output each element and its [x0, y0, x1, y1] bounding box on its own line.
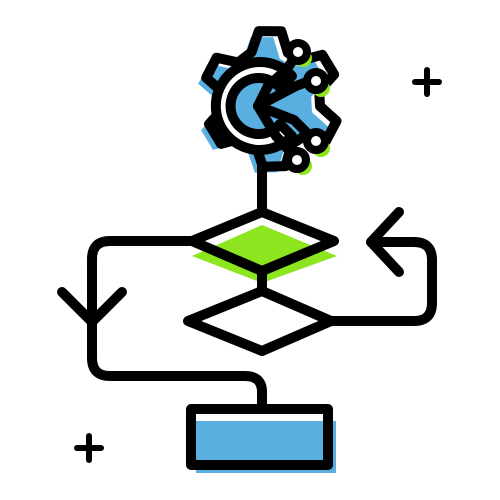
plus-icon	[74, 433, 104, 463]
loop-arrows	[57, 207, 437, 413]
circuit-line-mid-bottom	[253, 101, 317, 143]
down-arrow-head	[57, 287, 127, 327]
diamond-top-fill	[192, 225, 337, 283]
right-loop-line	[326, 237, 437, 326]
process-box-outline	[186, 404, 333, 470]
node-dot	[303, 68, 329, 94]
plus-icon	[412, 67, 442, 97]
circuit-node-dots	[284, 39, 330, 175]
node-dot	[303, 128, 329, 154]
circuit-line-bottom	[253, 101, 299, 161]
process-box	[186, 404, 336, 473]
left-arrow-head	[366, 207, 404, 277]
node-dot	[285, 39, 311, 65]
left-loop-line	[87, 236, 267, 413]
node-dot	[284, 147, 310, 173]
decision-diamond	[183, 207, 339, 356]
plus-sparkles	[74, 67, 442, 463]
circuit-line-top	[253, 51, 301, 111]
diamond-bottom-outline	[183, 286, 336, 356]
